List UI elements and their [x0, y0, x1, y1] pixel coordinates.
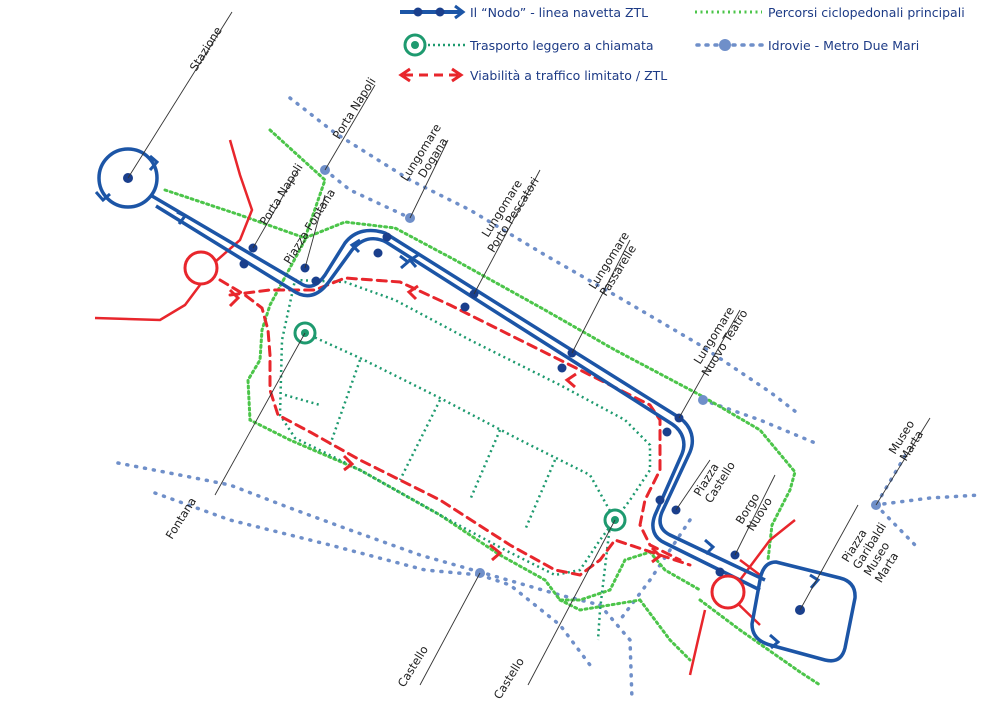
- nodo-stops: [123, 173, 805, 615]
- legend-ztl-label: Viabilità a traffico limitato / ZTL: [470, 68, 667, 83]
- label-castello-idrovia: Castello: [395, 643, 431, 690]
- red-roads: [94, 139, 796, 676]
- idrovia-stops: [320, 165, 881, 578]
- legend-idrovia-label: Idrovie - Metro Due Mari: [768, 38, 919, 53]
- label-passarelle: Lungomare Passarelle: [586, 226, 645, 298]
- label-castello-tram: Castello: [491, 655, 527, 702]
- tram-network: [278, 278, 652, 641]
- ztl-node-castello: [710, 574, 746, 610]
- legend-cycle-label: Percorsi ciclopedonali principali: [768, 5, 965, 20]
- idrovie-routes: [116, 96, 982, 702]
- nodo-arrows: [94, 154, 821, 650]
- ztl-arrows: [228, 284, 663, 564]
- label-porto-pescatori: Lungomare Porto Pescatori: [473, 168, 541, 255]
- label-piazza-castello: Piazza Castello: [691, 452, 738, 505]
- ztl-node-fontana: [183, 250, 219, 286]
- label-leaders: [127, 11, 931, 686]
- legend: Il “Nodo” - linea navetta ZTL Trasporto …: [398, 4, 965, 83]
- label-piazza-fontana: Piazza Fontana: [281, 186, 339, 266]
- legend-tram-symbol: [403, 33, 465, 57]
- legend-idrovia-symbol: [695, 39, 764, 51]
- label-borgo-nuovo: Borgo Nuovo: [733, 487, 776, 533]
- label-piazza-garibaldi: Piazza Garibaldi Museo Marta: [839, 510, 913, 585]
- legend-tram-label: Trasporto leggero a chiamata: [469, 38, 654, 53]
- label-stazione: Stazione: [187, 24, 225, 73]
- label-dogana: Lungomare Dogana: [398, 118, 457, 190]
- label-porta-napoli-stop: Porta Napoli: [257, 161, 306, 228]
- label-museo-marta: Museo Marta: [886, 414, 931, 463]
- station-labels: Stazione Porta Napoli Porta Napoli Piazz…: [163, 24, 931, 702]
- legend-nodo-symbol: [400, 4, 466, 20]
- legend-nodo-label: Il “Nodo” - linea navetta ZTL: [470, 5, 648, 20]
- cycle-paths: [163, 128, 822, 687]
- legend-ztl-symbol: [398, 67, 464, 83]
- label-porta-napoli-idrovia: Porta Napoli: [330, 75, 379, 142]
- label-nuovo-teatro: Lungomare Nuovo Teatro: [687, 300, 750, 378]
